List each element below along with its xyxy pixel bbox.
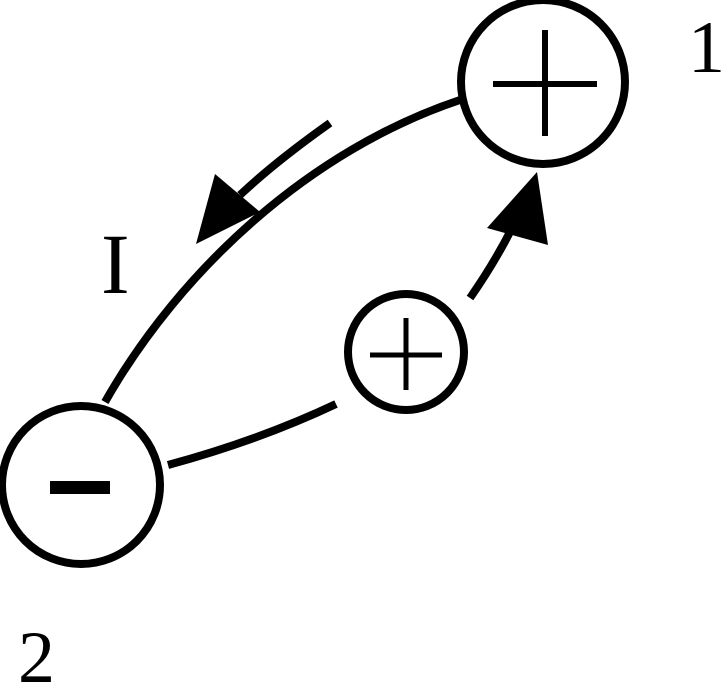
node-1 <box>457 0 629 168</box>
node-1-label: 1 <box>688 7 725 89</box>
minus-sign-icon <box>50 481 110 494</box>
lower-wire-left <box>166 400 338 469</box>
node-2 <box>0 402 164 568</box>
current-arrow-shaft <box>237 119 333 198</box>
node-2-label: 2 <box>18 617 55 689</box>
moving-charge <box>344 290 468 414</box>
lower-wire-right <box>466 226 516 301</box>
plus-sign-icon <box>370 318 442 390</box>
current-arrowhead-icon <box>196 174 260 244</box>
up-arrowhead-icon <box>487 172 548 245</box>
upper-wire <box>101 96 462 404</box>
plus-sign-icon <box>493 30 597 136</box>
current-label: I <box>101 216 130 312</box>
